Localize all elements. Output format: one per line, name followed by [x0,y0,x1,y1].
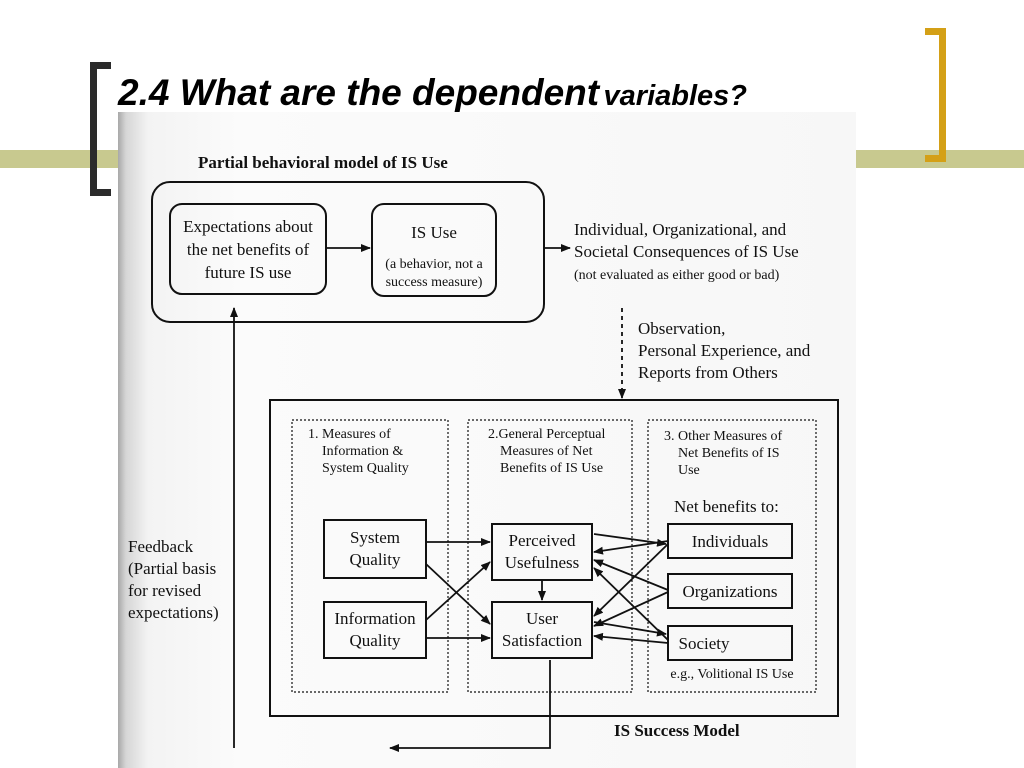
arrow-soc-pu [593,567,669,641]
right-bracket-decoration [925,28,946,162]
user-satisfaction-line-2: Satisfaction [502,631,583,650]
system-quality-line-1: System [350,528,400,547]
arrow-iq-pu [425,561,491,621]
expectations-line-2: the net benefits of [187,240,310,259]
expectations-line-1: Expectations about [183,217,313,236]
is-use-line-1: IS Use [411,223,457,242]
scanned-figure: Partial behavioral model of IS Use Expec… [118,112,856,768]
individuals-label: Individuals [692,532,769,551]
observation-line-1: Observation, [638,319,725,338]
col2-header-3: Benefits of IS Use [500,461,603,476]
slide-title-main: 2.4 What are the dependent [118,72,600,113]
column-3-box [647,419,817,693]
volitional-label: e.g., Volitional IS Use [670,667,793,682]
net-benefits-to-label: Net benefits to: [674,497,779,516]
observation-line-2: Personal Experience, and [638,341,811,360]
society-label: Society [679,634,730,653]
left-bracket-decoration [90,62,111,196]
arrow-org-us [593,591,669,627]
col2-header-2: Measures of Net [500,444,593,459]
col1-header-3: System Quality [322,461,409,476]
col3-header-1: 3. Other Measures of [664,429,783,444]
col3-header-2: Net Benefits of IS [678,446,779,461]
col1-header-2: Information & [322,444,403,459]
perceived-usefulness-line-2: Usefulness [505,553,580,572]
slide-title: 2.4 What are the dependent variables? [118,72,747,114]
consequences-line-2: Societal Consequences of IS Use [574,242,799,261]
perceived-usefulness-line-1: Perceived [508,531,576,550]
arrow-pu-ind [593,533,667,547]
column-1-box [291,419,449,693]
arrow-sq-us [425,563,491,625]
expectations-box [169,203,327,295]
col3-header-3: Use [678,463,700,478]
user-satisfaction-line-1: User [526,609,558,628]
partial-model-title: Partial behavioral model of IS Use [198,153,448,172]
information-quality-line-2: Quality [350,631,401,650]
information-quality-line-1: Information [334,609,416,628]
is-use-box [371,203,497,297]
arrow-soc-us [593,632,669,644]
partial-model-box [151,181,545,323]
arrow-feedback-bottom [389,660,551,752]
is-use-line-2: (a behavior, not a [385,257,483,272]
feedback-line-2: (Partial basis [128,559,216,578]
feedback-line-3: for revised [128,581,202,600]
user-satisfaction-box [491,601,593,659]
arrow-org-pu [593,559,669,591]
consequences-line-1: Individual, Organizational, and [574,220,787,239]
system-quality-line-2: Quality [350,550,401,569]
observation-line-3: Reports from Others [638,363,778,382]
is-use-line-3: success measure) [386,275,483,290]
col1-header-1: 1. Measures of [308,427,391,442]
success-model-label: IS Success Model [614,721,740,740]
feedback-line-1: Feedback [128,537,194,556]
arrow-us-soc [593,621,667,637]
arrow-ind-us [593,543,669,617]
expectations-line-3: future IS use [205,263,292,282]
feedback-line-4: expectations) [128,603,219,622]
slide-title-small: variables? [603,80,748,112]
organizations-label: Organizations [682,582,777,601]
information-quality-box [323,601,427,659]
system-quality-box [323,519,427,579]
consequences-line-3: (not evaluated as either good or bad) [574,268,780,283]
col2-header-1: 2.General Perceptual [488,427,605,442]
organizations-box [667,573,793,609]
success-model-box [269,399,839,717]
